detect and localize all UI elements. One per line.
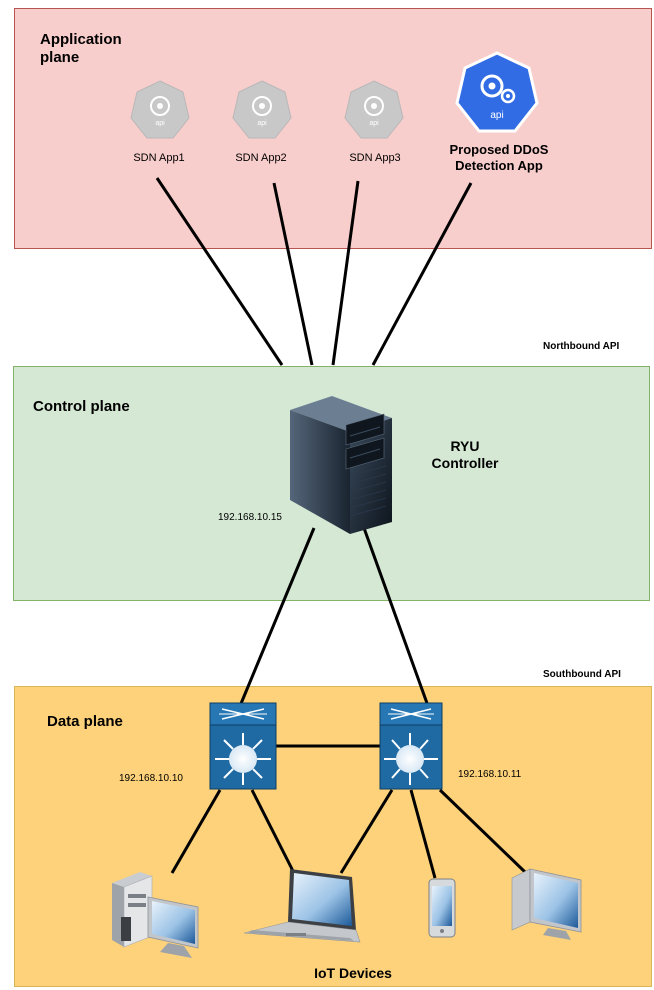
link-switch2-monitor — [438, 788, 527, 874]
switch1-icon — [209, 702, 277, 790]
iot-devices-label: IoT Devices — [314, 965, 392, 981]
link-controller-switch2 — [362, 527, 430, 707]
link-app2-controller — [272, 182, 314, 366]
southbound-links — [238, 527, 430, 707]
link-switch1-laptop — [250, 789, 296, 874]
link-switch2-tablet — [409, 789, 437, 879]
data-plane-title: Data plane — [47, 713, 123, 730]
application-plane-title-line2: plane — [40, 49, 80, 66]
sdn-app1-icon: api — [130, 80, 190, 139]
monitor-icon — [511, 868, 582, 940]
ddos-detection-app-label: Proposed DDoS Detection App — [424, 142, 574, 174]
ddos-app-label-line2: Detection App — [455, 158, 543, 173]
svg-text:api: api — [369, 120, 379, 127]
ryu-controller-label: RYU Controller — [420, 438, 510, 472]
sdn-app3-icon: api — [344, 80, 404, 139]
link-app3-controller — [331, 180, 360, 366]
link-ddos-app-controller — [371, 182, 473, 366]
switch2-icon — [379, 702, 443, 790]
northbound-links — [155, 177, 473, 366]
ryu-controller-label-line1: RYU — [450, 438, 480, 454]
laptop-icon — [243, 869, 361, 943]
sdn-app2-label: SDN App2 — [235, 152, 287, 164]
sdn-app3-label: SDN App3 — [349, 152, 401, 164]
application-plane-title-line1: Application — [40, 31, 122, 48]
svg-text:api: api — [257, 120, 267, 127]
svg-text:api: api — [490, 110, 503, 121]
link-controller-switch1 — [238, 527, 316, 707]
link-app1-controller — [155, 177, 284, 366]
sdn-app1-label: SDN App1 — [133, 152, 185, 164]
control-plane-title: Control plane — [33, 398, 130, 415]
southbound-api-label: Southbound API — [543, 669, 621, 680]
data-links — [170, 744, 527, 879]
desktop-computer-icon — [112, 872, 199, 958]
northbound-api-label: Northbound API — [543, 341, 620, 352]
switch2-ip-label: 192.168.10.11 — [458, 769, 522, 780]
svg-text:api: api — [155, 120, 165, 127]
link-switch2-laptop — [339, 789, 394, 874]
ryu-controller-label-line2: Controller — [431, 455, 499, 471]
ryu-controller-server-icon — [290, 396, 392, 534]
link-switch1-desktop — [170, 789, 222, 874]
sdn-app2-icon: api — [232, 80, 292, 139]
application-plane — [14, 8, 652, 249]
tablet-icon — [428, 878, 456, 938]
controller-ip-label: 192.168.10.15 — [218, 512, 282, 523]
ddos-app-label-line1: Proposed DDoS — [449, 142, 549, 157]
application-plane-title: Application plane — [40, 31, 122, 67]
ddos-detection-app-icon: api — [455, 51, 539, 133]
switch1-ip-label: 192.168.10.10 — [119, 773, 183, 784]
